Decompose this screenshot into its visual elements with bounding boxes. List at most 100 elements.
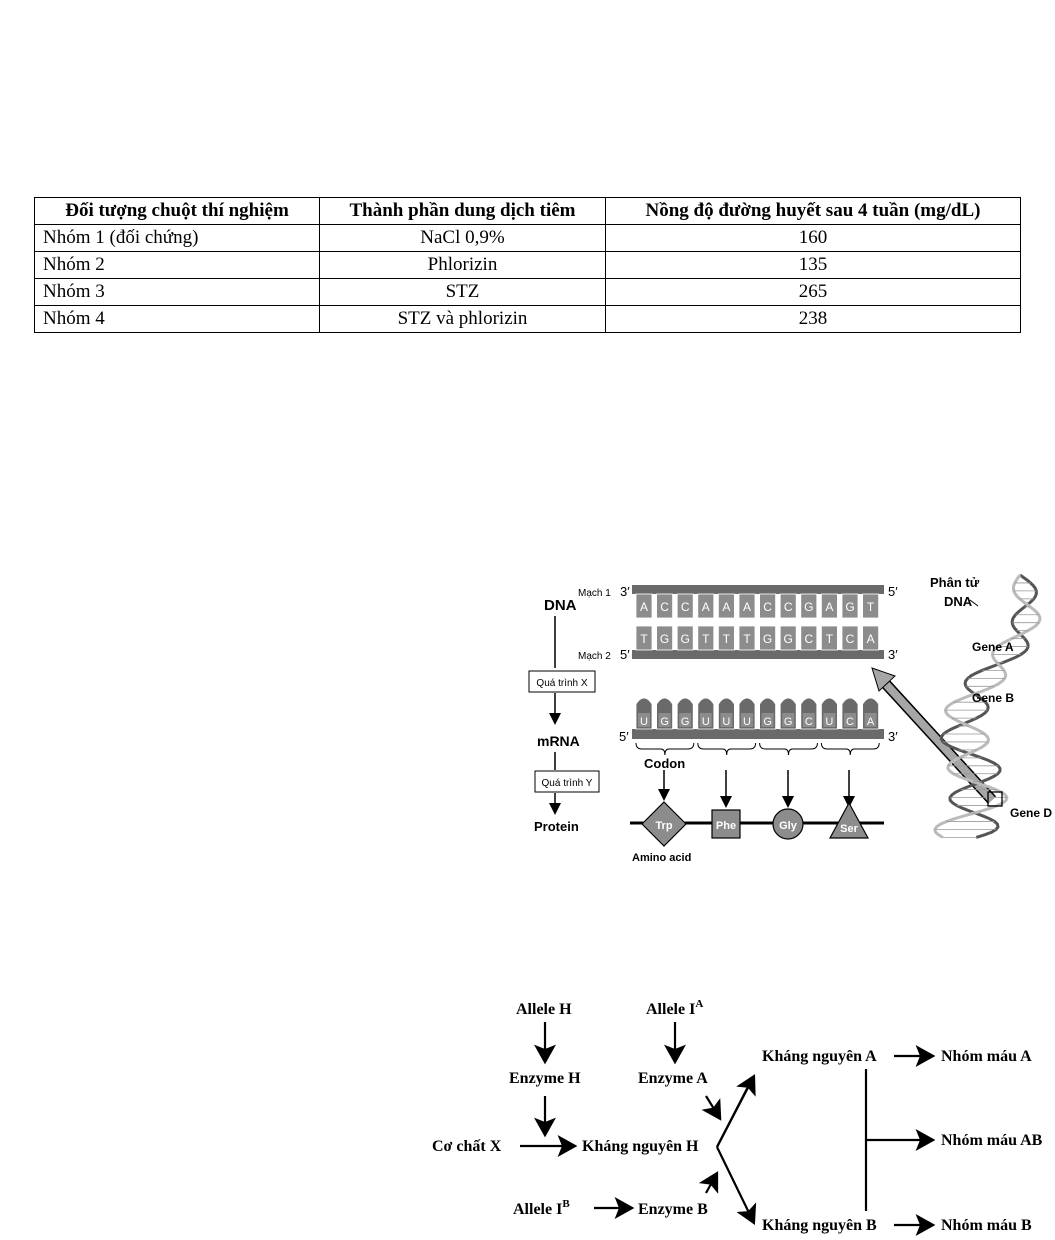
hydrogen-bond xyxy=(738,617,756,622)
codon-brace xyxy=(759,742,818,756)
table-cell: 135 xyxy=(605,251,1021,279)
strand2-right-end: 3′ xyxy=(888,647,898,662)
mrna-base-letter: U xyxy=(743,716,751,728)
protein-label: Protein xyxy=(534,819,579,834)
table-row: Nhóm 3 STZ 265 xyxy=(34,278,1021,306)
arrow-enzyme-a-to-branch xyxy=(701,1095,722,1121)
strand1-base-letter: A xyxy=(825,600,833,614)
hydrogen-bond xyxy=(635,617,653,622)
amino-acid-label: Trp xyxy=(655,820,672,832)
strand2-base-letter: A xyxy=(867,632,875,646)
mrna-label: mRNA xyxy=(537,733,580,749)
mrna-backbone xyxy=(632,729,884,739)
strand2-base-letter: C xyxy=(846,632,855,646)
table-cell: Nhóm 4 xyxy=(34,305,320,333)
blood-glucose-table: Đối tượng chuột thí nghiệm Thành phần du… xyxy=(34,197,1021,333)
strand1-base-letter: C xyxy=(784,600,793,614)
strand1-base-letter: T xyxy=(867,600,875,614)
allele-ia-label: Allele IA xyxy=(646,998,703,1018)
process-x-label: Quá trình X xyxy=(536,678,587,689)
strand2-base-block xyxy=(821,625,838,651)
gene-d-marker xyxy=(987,791,1003,807)
mrna-base-face xyxy=(761,713,774,727)
mrna-base-letter: U xyxy=(640,716,648,728)
table-cell: Nhóm 3 xyxy=(34,278,320,306)
mrna-base-face xyxy=(823,713,836,727)
mrna-base-face xyxy=(679,713,692,727)
mrna-base-face xyxy=(802,713,815,727)
mrna-base-face xyxy=(741,713,753,727)
strand2-base-letter: T xyxy=(702,632,710,646)
mrna-base-face xyxy=(864,713,877,727)
amino-acid-caption: Amino acid xyxy=(632,852,691,864)
molecule-label-line2: DNA xyxy=(944,594,973,609)
mrna-right-end: 3′ xyxy=(888,729,898,744)
gene-d-label: Gene D xyxy=(1010,806,1052,820)
strand1-base-letter: C xyxy=(660,600,669,614)
helix-strand xyxy=(939,573,1038,839)
arrow-enzyme-b-to-branch xyxy=(698,1171,719,1194)
strand1-base-letter: C xyxy=(763,600,772,614)
strand2-base-letter: T xyxy=(743,632,751,646)
mrna-base-letter: U xyxy=(702,716,710,728)
strand1-base-letter: A xyxy=(702,600,710,614)
strand1-label: Mạch 1 xyxy=(578,588,611,599)
table-cell: NaCl 0,9% xyxy=(319,224,606,252)
hydrogen-bond xyxy=(800,617,818,622)
mrna-base-face xyxy=(638,713,650,727)
strand2-base-letter: T xyxy=(723,632,731,646)
table-cell: Nhóm 2 xyxy=(34,251,320,279)
allele-h-label: Allele H xyxy=(516,1001,572,1018)
hydrogen-bond xyxy=(821,617,838,622)
mrna-base-letter: A xyxy=(867,716,875,728)
strand1-base-letter: C xyxy=(681,600,690,614)
strand2-base-block xyxy=(800,625,818,651)
mrna-base-letter: G xyxy=(681,716,690,728)
strand1-base-letter: A xyxy=(722,600,730,614)
table-cell: 238 xyxy=(605,305,1021,333)
strand2-left-end: 5′ xyxy=(620,647,630,662)
mrna-base-face xyxy=(658,713,671,727)
dna-label: DNA xyxy=(544,597,577,614)
strand2-base-block xyxy=(841,625,859,651)
table-row: Nhóm 4 STZ và phlorizin 238 xyxy=(34,305,1021,333)
amino-acid-trp: Trp xyxy=(641,801,687,847)
mrna-base-face xyxy=(844,713,856,727)
amino-acid-label: Phe xyxy=(716,820,736,832)
mrna-base-letter: U xyxy=(825,716,833,728)
hydrogen-bond xyxy=(779,617,797,622)
strand1-base-letter: G xyxy=(804,600,813,614)
strand2-base-letter: C xyxy=(804,632,813,646)
amino-acid-label: Ser xyxy=(840,823,858,835)
strand2-backbone xyxy=(632,650,884,659)
table-row: Nhóm 1 (đối chứng) NaCl 0,9% 160 xyxy=(34,224,1021,252)
hydrogen-bond xyxy=(759,617,776,622)
arrow-to-antigen-b xyxy=(716,1146,757,1225)
table-header-row: Đối tượng chuột thí nghiệm Thành phần du… xyxy=(34,197,1021,225)
strand2-base-block xyxy=(738,625,756,651)
antigen-h-label: Kháng nguyên H xyxy=(582,1138,699,1155)
strand1-base-letter: A xyxy=(640,600,648,614)
table-cell: STZ và phlorizin xyxy=(319,305,606,333)
strand1-right-end: 5′ xyxy=(888,584,898,599)
table-cell: Phlorizin xyxy=(319,251,606,279)
strand2-base-block xyxy=(697,625,715,651)
mrna-base-letter: C xyxy=(805,716,813,728)
hydrogen-bond xyxy=(862,617,879,622)
hydrogen-bond xyxy=(697,617,715,622)
strand2-base-block xyxy=(676,625,694,651)
mrna-base-face xyxy=(782,713,795,727)
blood-group-b-label: Nhóm máu B xyxy=(941,1217,1032,1234)
table-row: Nhóm 2 Phlorizin 135 xyxy=(34,251,1021,279)
mrna-base-face xyxy=(720,713,733,727)
codon-brace xyxy=(820,742,880,756)
column-header: Thành phần dung dịch tiêm xyxy=(319,197,606,225)
mrna-base-letter: G xyxy=(660,716,669,728)
strand1-backbone xyxy=(632,585,884,594)
codon-braces xyxy=(635,742,880,808)
antigen-a-label: Kháng nguyên A xyxy=(762,1048,877,1065)
